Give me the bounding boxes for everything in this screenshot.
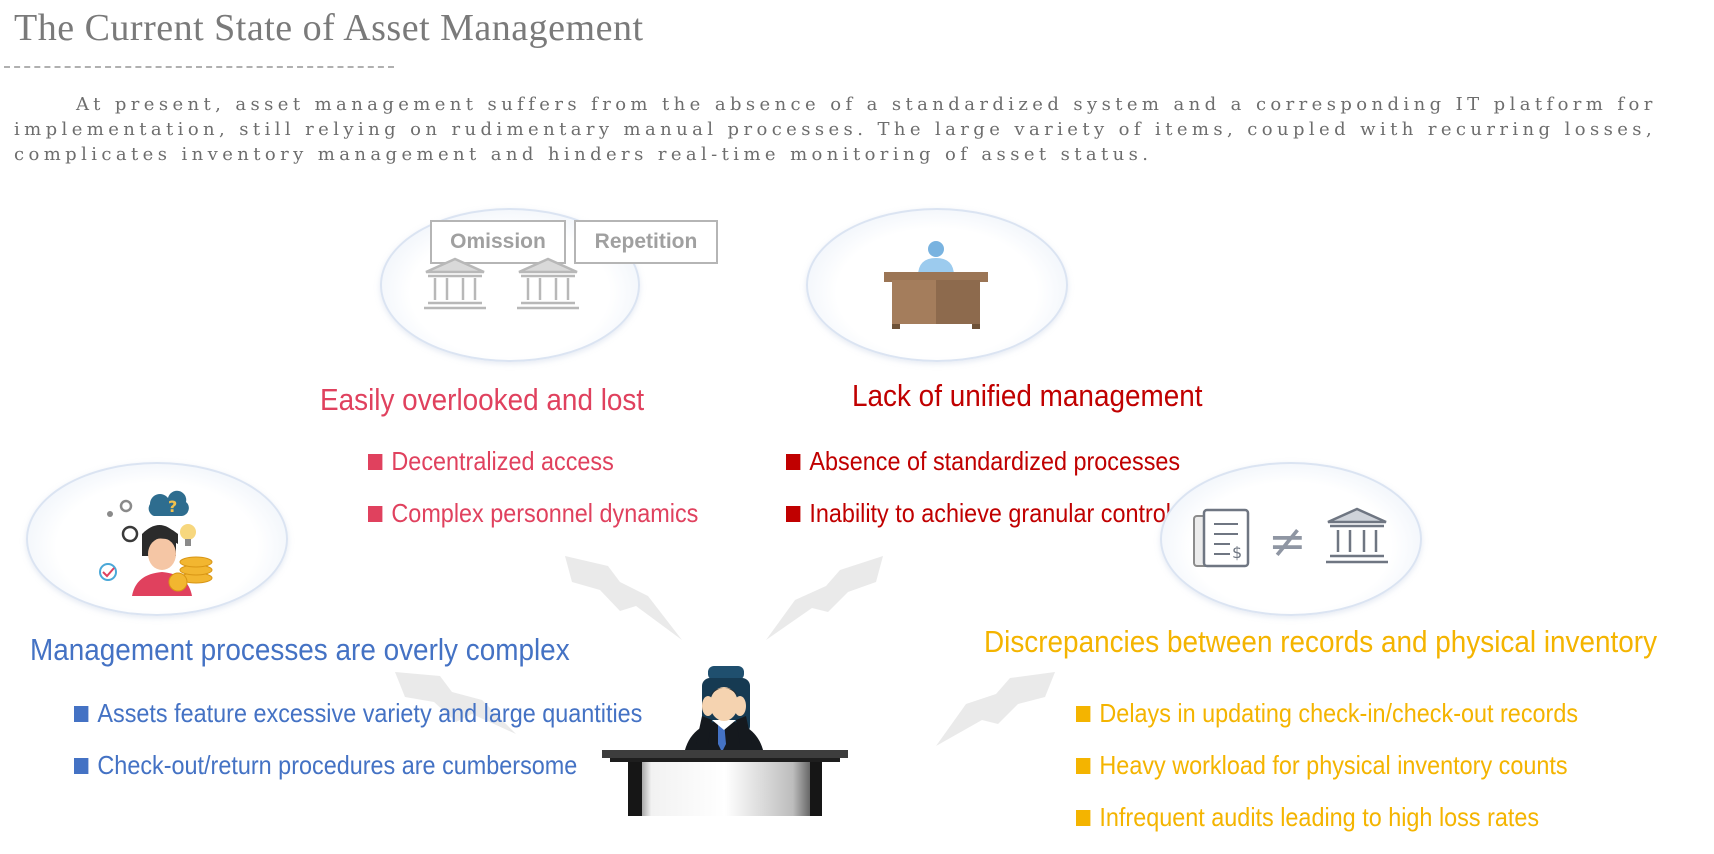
office-desk-icon — [884, 241, 988, 329]
list-item: Decentralized access — [368, 446, 698, 498]
list-item: Check-out/return procedures are cumberso… — [74, 750, 642, 802]
stressed-businessman-icon — [602, 666, 848, 816]
unified-heading: Lack of unified management — [852, 378, 1203, 413]
omission-tag: Omission — [430, 220, 566, 264]
svg-text:$: $ — [1232, 543, 1242, 562]
bullet-square — [786, 454, 801, 470]
overlooked-heading: Easily overlooked and lost — [320, 382, 645, 417]
page-title: The Current State of Asset Management — [14, 7, 644, 49]
bank-building-icon — [424, 257, 486, 310]
list-item: Inability to achieve granular control — [786, 498, 1180, 550]
intro-paragraph: At present, asset management suffers fro… — [14, 94, 1657, 165]
bullet-square — [74, 706, 89, 722]
bullet-square — [1076, 810, 1091, 826]
bank-building-icon — [517, 257, 579, 310]
document-icon: $ — [1193, 508, 1250, 568]
svg-text:?: ? — [168, 497, 177, 516]
list-item: Complex personnel dynamics — [368, 498, 698, 550]
unified-list: Absence of standardized processes Inabil… — [786, 446, 1224, 550]
list-item: Absence of standardized processes — [786, 446, 1180, 498]
bullet-square — [74, 758, 89, 774]
complex-list: Assets feature excessive variety and lar… — [74, 698, 706, 802]
discrepancy-heading: Discrepancies between records and physic… — [984, 624, 1658, 659]
overlooked-list: Decentralized access Complex personnel d… — [368, 446, 735, 550]
list-item: Heavy workload for physical inventory co… — [1076, 750, 1578, 802]
bullet-square — [368, 506, 383, 522]
busy-person-icon: ? — [99, 490, 213, 596]
list-item: Infrequent audits leading to high loss r… — [1076, 802, 1578, 854]
lightning-arrow-icon — [395, 672, 516, 734]
lightning-arrow-icon — [936, 672, 1055, 746]
title-divider — [4, 66, 394, 68]
bullet-square — [1076, 706, 1091, 722]
bullet-square — [1076, 758, 1091, 774]
list-item: Assets feature excessive variety and lar… — [74, 698, 642, 750]
lightning-arrow-icon — [565, 556, 682, 640]
not-equal-symbol: ≠ — [1268, 514, 1307, 568]
discrepancy-list: Delays in updating check-in/check-out re… — [1076, 698, 1634, 854]
lightning-arrow-icon — [766, 556, 883, 640]
bullet-square — [786, 506, 801, 522]
bank-building-icon — [1326, 507, 1388, 564]
complex-heading: Management processes are overly complex — [30, 632, 570, 667]
list-item: Delays in updating check-in/check-out re… — [1076, 698, 1578, 750]
bullet-square — [368, 454, 383, 470]
repetition-tag: Repetition — [574, 220, 718, 264]
